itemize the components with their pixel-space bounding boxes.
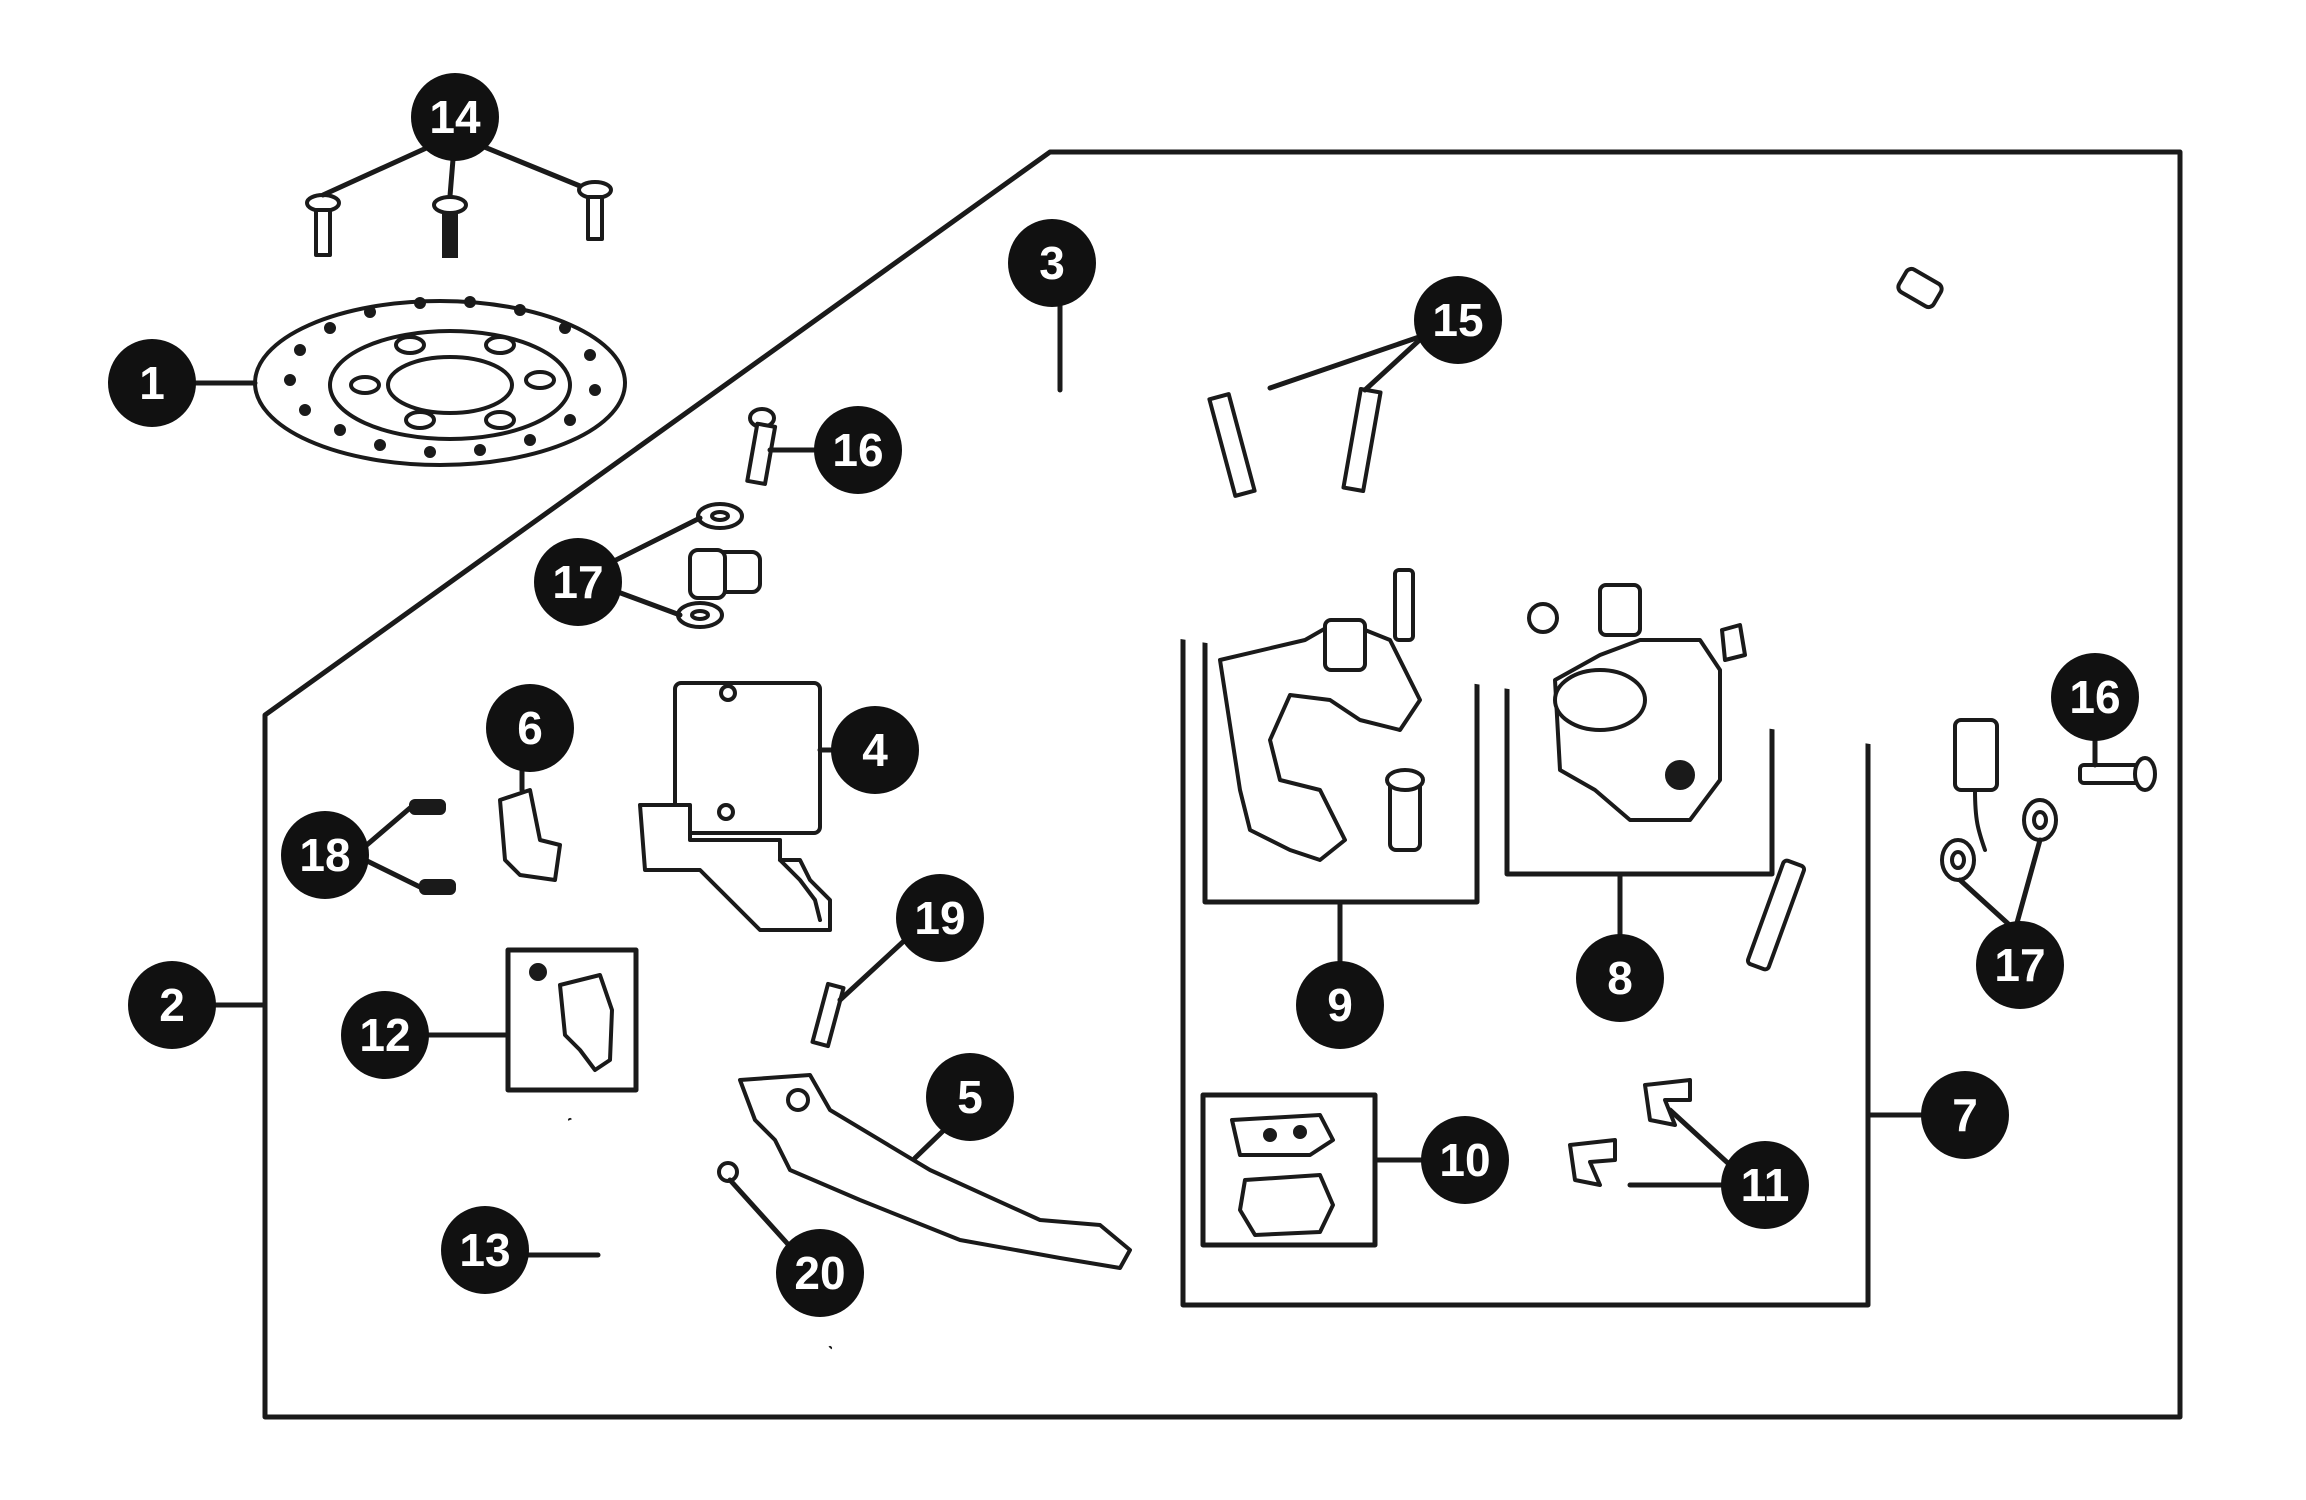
brake-pads xyxy=(1230,1113,1335,1237)
svg-text:11: 11 xyxy=(1741,1159,1790,1211)
caliper-bolts xyxy=(1207,387,1383,498)
svg-text:2: 2 xyxy=(159,979,185,1031)
callout-7: 7 xyxy=(1921,1071,2009,1159)
caliper-body xyxy=(1527,583,1747,822)
svg-text:10: 10 xyxy=(1439,1134,1490,1186)
svg-text:13: 13 xyxy=(459,1224,510,1276)
lever-nut xyxy=(717,1161,739,1183)
callout-19: 19 xyxy=(896,874,984,962)
callout-13: 13 xyxy=(441,1206,529,1294)
callout-6: 6 xyxy=(486,684,574,772)
callout-9: 9 xyxy=(1296,961,1384,1049)
brake-hose xyxy=(688,205,1999,852)
svg-text:3: 3 xyxy=(1039,237,1065,289)
callout-5: 5 xyxy=(926,1053,1014,1141)
svg-text:17: 17 xyxy=(552,556,603,608)
svg-text:5: 5 xyxy=(957,1071,983,1123)
svg-text:4: 4 xyxy=(862,724,888,776)
callout-15: 15 xyxy=(1414,276,1502,364)
svg-text:16: 16 xyxy=(2069,671,2120,723)
callout-1: 1 xyxy=(108,339,196,427)
banjo-bolt-left xyxy=(745,407,778,486)
callout-8: 8 xyxy=(1576,934,1664,1022)
copper-washers xyxy=(676,502,2058,882)
svg-text:15: 15 xyxy=(1432,294,1483,346)
brake-lever xyxy=(738,1073,1132,1270)
master-cylinder xyxy=(638,681,832,932)
svg-text:7: 7 xyxy=(1952,1089,1978,1141)
callout-3: 3 xyxy=(1008,219,1096,307)
caliper-bracket xyxy=(1218,568,1425,862)
banjo-bolt-right xyxy=(2078,756,2157,792)
svg-text:9: 9 xyxy=(1327,979,1353,1031)
svg-text:16: 16 xyxy=(832,424,883,476)
callout-14: 14 xyxy=(411,73,499,161)
lever-pivot-bolt xyxy=(810,981,846,1049)
svg-text:1: 1 xyxy=(139,357,165,409)
disc-bolts xyxy=(305,180,613,258)
callout-16-left: 16 xyxy=(814,406,902,494)
svg-text:6: 6 xyxy=(517,702,543,754)
switch-screws xyxy=(409,799,456,895)
svg-text:8: 8 xyxy=(1607,952,1633,1004)
svg-text:20: 20 xyxy=(794,1247,845,1299)
group-2-frame xyxy=(262,149,2183,1420)
group-12-frame xyxy=(505,947,639,1093)
callout-18: 18 xyxy=(281,811,369,899)
group-10-frame xyxy=(1200,1092,1378,1248)
brake-cable xyxy=(566,1118,833,1383)
callout-11: 11 xyxy=(1721,1141,1809,1229)
callout-17-right: 17 xyxy=(1976,921,2064,1009)
svg-text:19: 19 xyxy=(914,892,965,944)
brake-switch xyxy=(498,788,562,882)
caliper-slide-pin xyxy=(1745,858,1807,972)
callout-12: 12 xyxy=(341,991,429,1079)
callout-4: 4 xyxy=(831,706,919,794)
brake-disc xyxy=(253,296,627,467)
pad-springs xyxy=(1568,1078,1692,1187)
svg-text:14: 14 xyxy=(429,91,481,143)
callout-2: 2 xyxy=(128,961,216,1049)
callout-20: 20 xyxy=(776,1229,864,1317)
svg-text:17: 17 xyxy=(1994,939,2045,991)
lever-bracket xyxy=(529,963,614,1072)
svg-text:18: 18 xyxy=(299,829,350,881)
callout-16-right: 16 xyxy=(2051,653,2139,741)
svg-text:12: 12 xyxy=(359,1009,410,1061)
callout-17-left: 17 xyxy=(534,538,622,626)
callout-10: 10 xyxy=(1421,1116,1509,1204)
